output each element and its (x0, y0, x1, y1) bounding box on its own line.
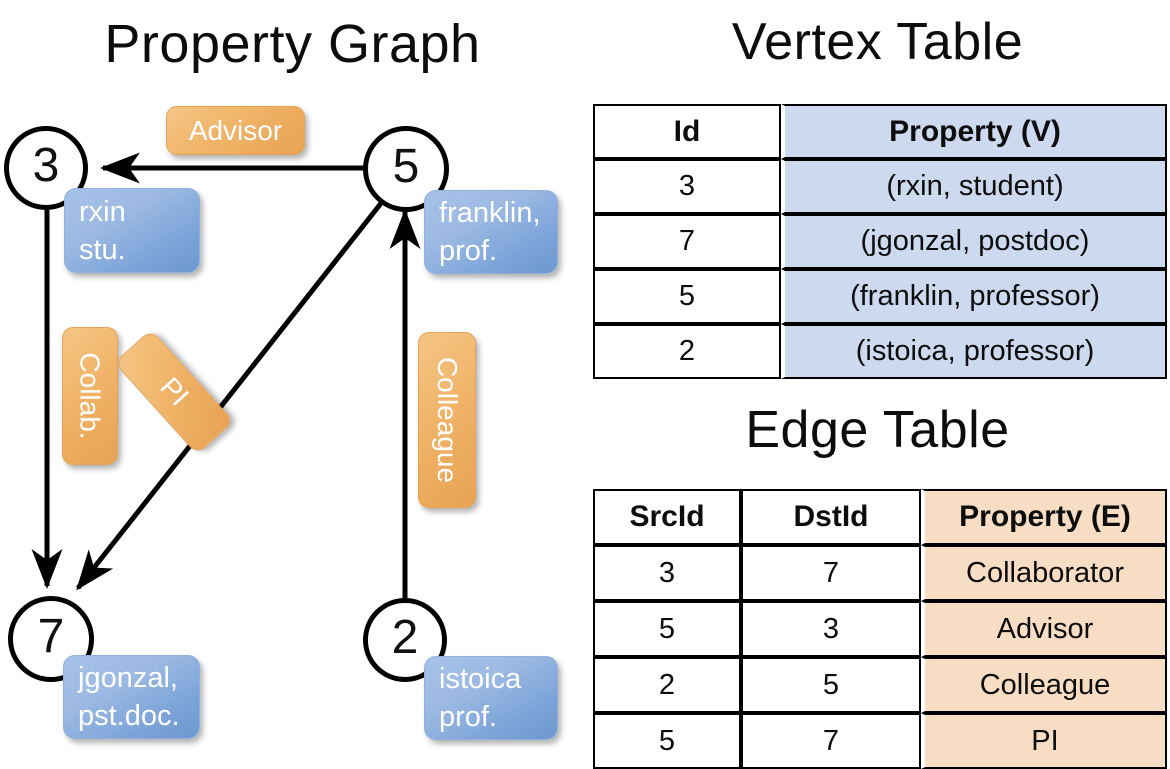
edge-table-header-property: Property (E) (921, 489, 1167, 545)
edge-label-collab: Collab. (62, 327, 118, 465)
graph-node-7-property-line-1: jgonzal, (78, 662, 178, 694)
edge-label-advisor-text: Advisor (188, 114, 283, 146)
vertex-row-2-property: (franklin, professor) (781, 269, 1167, 324)
edge-row-0-property: Collaborator (921, 545, 1167, 601)
edge-label-pi-text: PI (153, 371, 195, 412)
property-graph-diagram: 3 rxin stu. 5 franklin, prof. 7 jgonzal,… (0, 0, 585, 760)
edge-row-2-src: 2 (593, 657, 741, 713)
property-graph-title: Property Graph (104, 14, 481, 74)
table-row[interactable]: 7 (jgonzal, postdoc) (593, 214, 1167, 269)
graph-node-2-property-box: istoica prof. (424, 656, 558, 740)
edge-label-colleague-text: Colleague (432, 356, 464, 484)
edge-row-2-dst: 5 (741, 657, 921, 713)
table-row[interactable]: 5 (franklin, professor) (593, 269, 1167, 324)
table-row[interactable]: 2 5 Colleague (593, 657, 1167, 713)
edge-table-header-dstid: DstId (741, 489, 921, 545)
graph-node-5-property-line-1: franklin, (439, 197, 541, 229)
graph-node-2-property-line-1: istoica (439, 663, 522, 695)
graph-node-2-property-line-2: prof. (439, 701, 498, 733)
graph-node-3-label: 3 (32, 139, 60, 192)
edge-label-advisor: Advisor (166, 106, 305, 155)
vertex-row-3-id: 2 (593, 324, 781, 379)
vertex-row-3-property: (istoica, professor) (781, 324, 1167, 379)
vertex-row-2-id: 5 (593, 269, 781, 324)
edge-row-3-dst: 7 (741, 713, 921, 769)
table-row[interactable]: 5 3 Advisor (593, 601, 1167, 657)
graph-node-3-property-line-1: rxin (79, 195, 126, 228)
edge-row-1-src: 5 (593, 601, 741, 657)
graph-node-7-label: 7 (37, 610, 65, 663)
graph-node-3-property-line-2: stu. (79, 233, 126, 266)
graph-node-2[interactable]: 2 (363, 598, 447, 682)
vertex-table-header-id: Id (593, 104, 781, 159)
edge-row-1-dst: 3 (741, 601, 921, 657)
vertex-row-1-id: 7 (593, 214, 781, 269)
vertex-row-1-property: (jgonzal, postdoc) (781, 214, 1167, 269)
graph-node-5[interactable]: 5 (363, 126, 449, 212)
edge-table-header-row: SrcId DstId Property (E) (593, 489, 1167, 545)
graph-node-3-property-box: rxin stu. (64, 188, 200, 273)
graph-node-5-property-box: franklin, prof. (424, 190, 558, 274)
table-row[interactable]: 2 (istoica, professor) (593, 324, 1167, 379)
edge-label-colleague: Colleague (418, 332, 476, 508)
vertex-table-title: Vertex Table (731, 13, 1024, 71)
table-row[interactable]: 3 (rxin, student) (593, 159, 1167, 214)
vertex-table-header-property: Property (V) (781, 104, 1167, 159)
graph-node-5-property-line-2: prof. (439, 235, 498, 267)
graph-node-5-label: 5 (392, 140, 420, 193)
edge-label-collab-text: Collab. (75, 352, 107, 440)
edge-line-5-to-7 (76, 200, 384, 591)
graph-edge-lines (31, 152, 421, 600)
table-row[interactable]: 3 7 Collaborator (593, 545, 1167, 601)
edge-table: SrcId DstId Property (E) 3 7 Collaborato… (593, 489, 1167, 769)
graph-node-7-property-box: jgonzal, pst.doc. (63, 655, 200, 739)
table-row[interactable]: 5 7 PI (593, 713, 1167, 769)
vertex-table-header-row: Id Property (V) (593, 104, 1167, 159)
edge-row-0-dst: 7 (741, 545, 921, 601)
edge-row-1-property: Advisor (921, 601, 1167, 657)
edge-row-3-property: PI (921, 713, 1167, 769)
edge-row-3-src: 5 (593, 713, 741, 769)
edge-row-2-property: Colleague (921, 657, 1167, 713)
vertex-row-0-property: (rxin, student) (781, 159, 1167, 214)
vertex-table: Id Property (V) 3 (rxin, student) 7 (jgo… (593, 104, 1167, 379)
edge-table-title: Edge Table (745, 401, 1010, 459)
edge-row-0-src: 3 (593, 545, 741, 601)
graph-node-2-label: 2 (391, 611, 419, 664)
graph-node-7-property-line-2: pst.doc. (78, 700, 180, 732)
vertex-row-0-id: 3 (593, 159, 781, 214)
edge-table-header-srcid: SrcId (593, 489, 741, 545)
